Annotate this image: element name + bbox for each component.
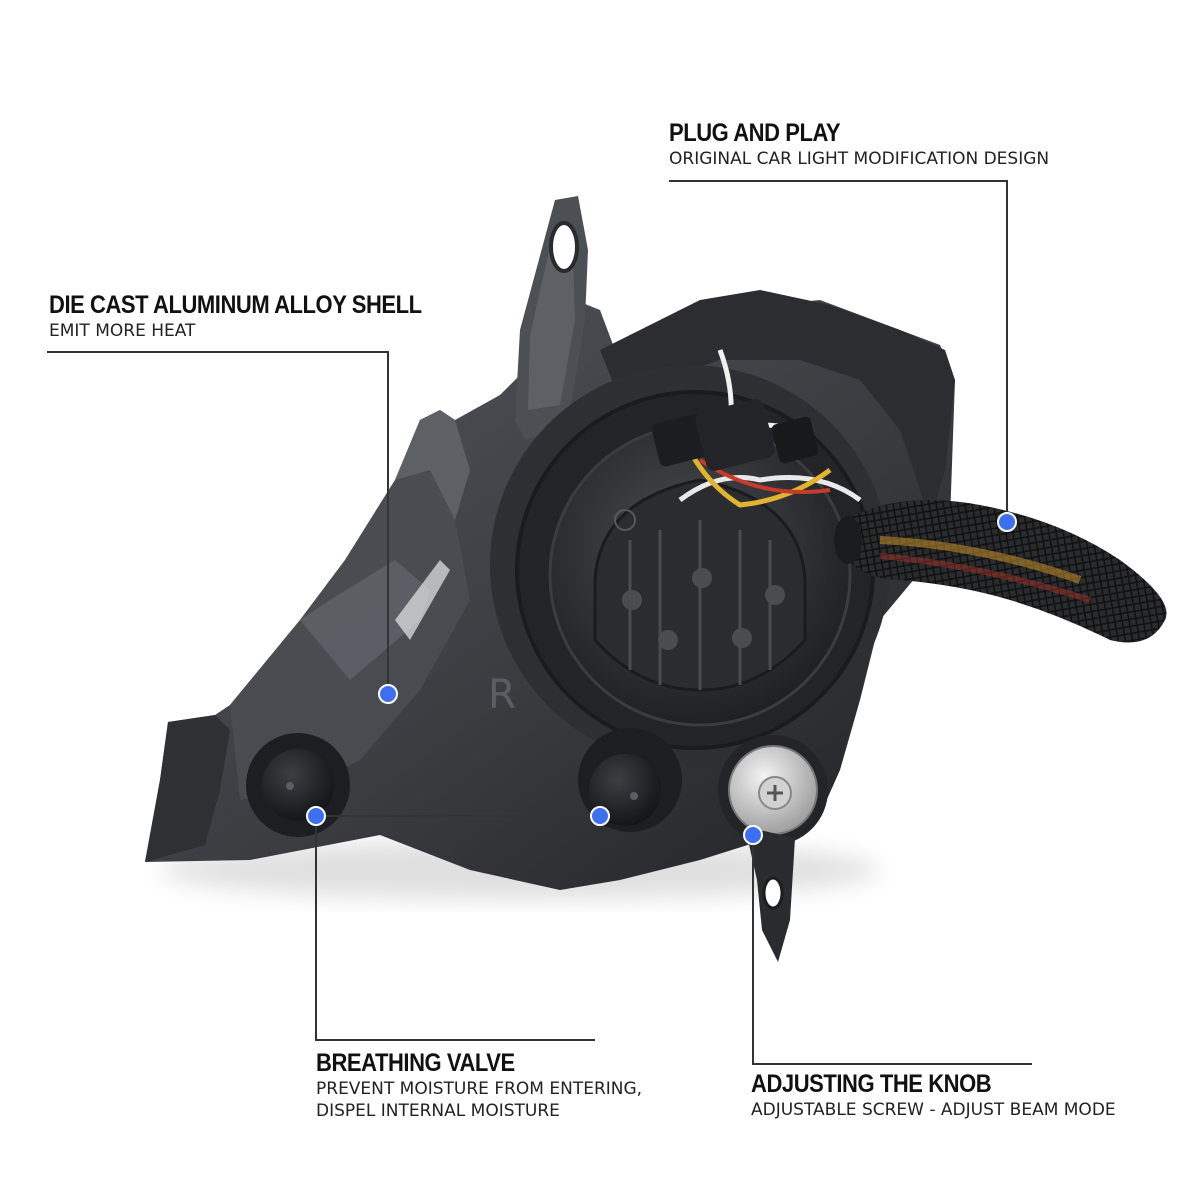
callout-description: ADJUSTABLE SCREW - ADJUST BEAM MODE bbox=[751, 1100, 1116, 1120]
leader-breathing-valve bbox=[315, 815, 600, 1041]
wiring-harness bbox=[651, 349, 862, 508]
adjusting-screw bbox=[718, 735, 828, 962]
housing-mark-r: R bbox=[488, 672, 516, 718]
marker-breathing-valve-left bbox=[306, 806, 326, 826]
marker-breathing-valve-right bbox=[590, 806, 610, 826]
leader-adjusting-knob bbox=[752, 835, 1032, 1065]
marker-adjusting-knob bbox=[743, 825, 763, 845]
breathing-valve-right bbox=[578, 728, 682, 832]
braided-cable-sleeve bbox=[834, 500, 1167, 643]
marker-plug-and-play bbox=[997, 512, 1017, 532]
callout-description: EMIT MORE HEAT bbox=[49, 321, 196, 341]
breathing-valve-left bbox=[246, 733, 350, 837]
callout-die-cast-shell: DIE CAST ALUMINUM ALLOY SHELL EMIT MORE … bbox=[49, 290, 472, 342]
callout-description: ORIGINAL CAR LIGHT MODIFICATION DESIGN bbox=[669, 149, 1050, 169]
leader-lines bbox=[47, 180, 1032, 1065]
callout-title: ADJUSTING THE KNOB bbox=[751, 1070, 992, 1098]
callout-title: PLUG AND PLAY bbox=[669, 119, 841, 147]
connector-plug bbox=[651, 413, 711, 467]
callout-title: DIE CAST ALUMINUM ALLOY SHELL bbox=[49, 291, 422, 319]
marker-die-cast bbox=[378, 684, 398, 704]
callout-title: BREATHING VALVE bbox=[316, 1049, 515, 1077]
leader-plug-and-play bbox=[669, 180, 1008, 522]
callout-adjusting-knob: ADJUSTING THE KNOB ADJUSTABLE SCREW - AD… bbox=[751, 1069, 1116, 1121]
projector-lens-assembly bbox=[490, 365, 890, 765]
callout-description-line-2: DISPEL INTERNAL MOISTURE bbox=[316, 1101, 560, 1121]
bracket-hole bbox=[549, 221, 579, 273]
callout-breathing-valve: BREATHING VALVE PREVENT MOISTURE FROM EN… bbox=[316, 1048, 642, 1122]
callout-markers bbox=[306, 512, 1017, 845]
callout-description-line-1: PREVENT MOISTURE FROM ENTERING, bbox=[316, 1079, 643, 1099]
callout-plug-and-play: PLUG AND PLAY ORIGINAL CAR LIGHT MODIFIC… bbox=[669, 118, 1049, 170]
leader-die-cast bbox=[47, 351, 389, 694]
